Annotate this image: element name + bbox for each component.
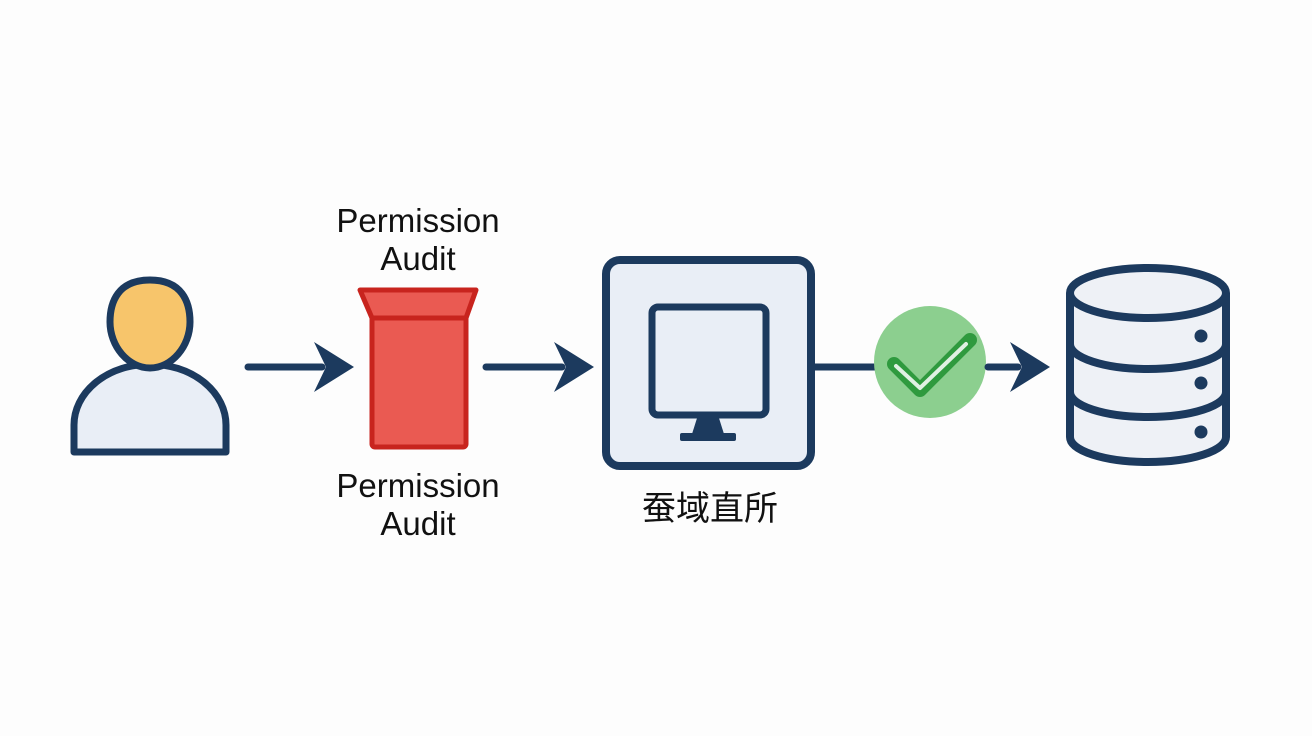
permission-gate-icon: [357, 287, 479, 450]
user-icon: [70, 276, 230, 456]
database-dot-2: [1194, 376, 1208, 390]
arrow-check-to-database: [984, 342, 1050, 392]
user-head: [106, 276, 194, 372]
monitor-stand: [692, 415, 724, 434]
database-top: [1066, 264, 1230, 322]
database-divider-2: [1066, 391, 1230, 421]
monitor-label: 蚕域直所: [642, 489, 778, 529]
monitor-base: [680, 433, 736, 441]
arrow-user-to-gate: [244, 342, 354, 392]
check-circle: [874, 306, 986, 418]
check-icon: [874, 306, 986, 418]
monitor-screen: [648, 303, 770, 419]
database-divider-1: [1066, 343, 1230, 373]
gate-top: [357, 287, 479, 321]
gate-body: [369, 300, 469, 450]
database-dot-1: [1194, 329, 1208, 343]
monitor-icon: [602, 256, 815, 470]
check-mark-highlight: [894, 342, 968, 390]
database-icon: [1066, 264, 1230, 466]
gate-label-top-line-2: Audit: [380, 240, 456, 277]
gate-label-bottom-line-2: Audit: [380, 505, 456, 542]
gate-label-top-line-1: Permission: [336, 202, 500, 239]
database-dot-3: [1194, 425, 1208, 439]
arrow-gate-to-monitor: [482, 342, 594, 392]
database-body: [1066, 293, 1230, 466]
gate-label-bottom: Permission Audit: [318, 467, 518, 543]
gate-label-top: Permission Audit: [318, 202, 518, 278]
gate-label-bottom-line-1: Permission: [336, 467, 500, 504]
user-body: [70, 360, 230, 456]
